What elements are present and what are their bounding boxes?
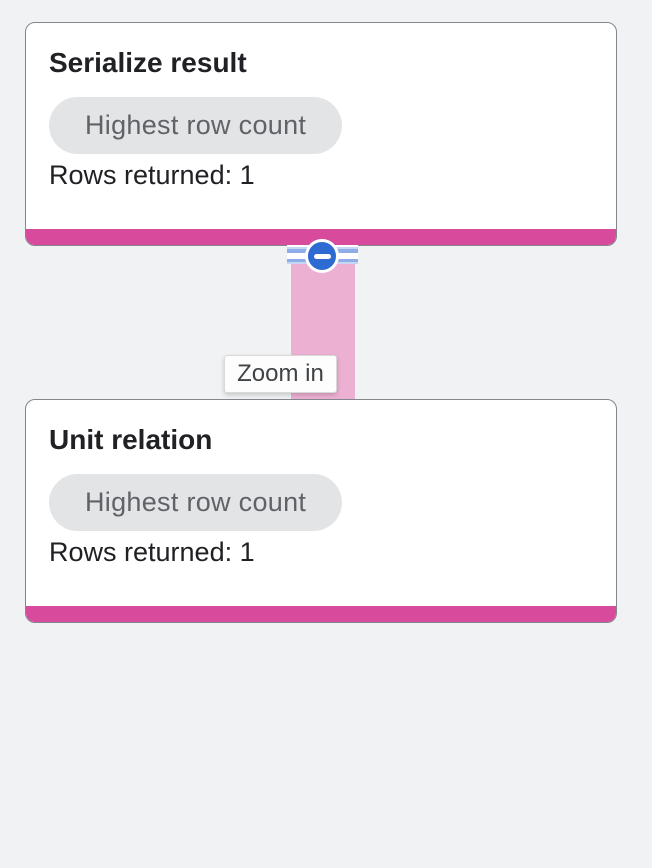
minus-icon (313, 253, 331, 259)
node-title: Unit relation (49, 424, 213, 455)
highest-row-count-badge: Highest row count (49, 97, 343, 154)
highest-row-count-badge: Highest row count (49, 474, 343, 531)
rows-returned-text: Rows returned: 1 (49, 160, 255, 190)
collapse-edge-button[interactable] (305, 239, 339, 273)
node-title: Serialize result (49, 47, 247, 78)
node-accent-bar (26, 606, 616, 622)
node-accent-bar (26, 229, 616, 245)
graph-node-serialize-result[interactable]: Serialize result Highest row count Rows … (25, 22, 617, 246)
rows-returned-text: Rows returned: 1 (49, 537, 255, 567)
graph-node-unit-relation[interactable]: Unit relation Highest row count Rows ret… (25, 399, 617, 623)
zoom-in-tooltip: Zoom in (224, 355, 337, 393)
